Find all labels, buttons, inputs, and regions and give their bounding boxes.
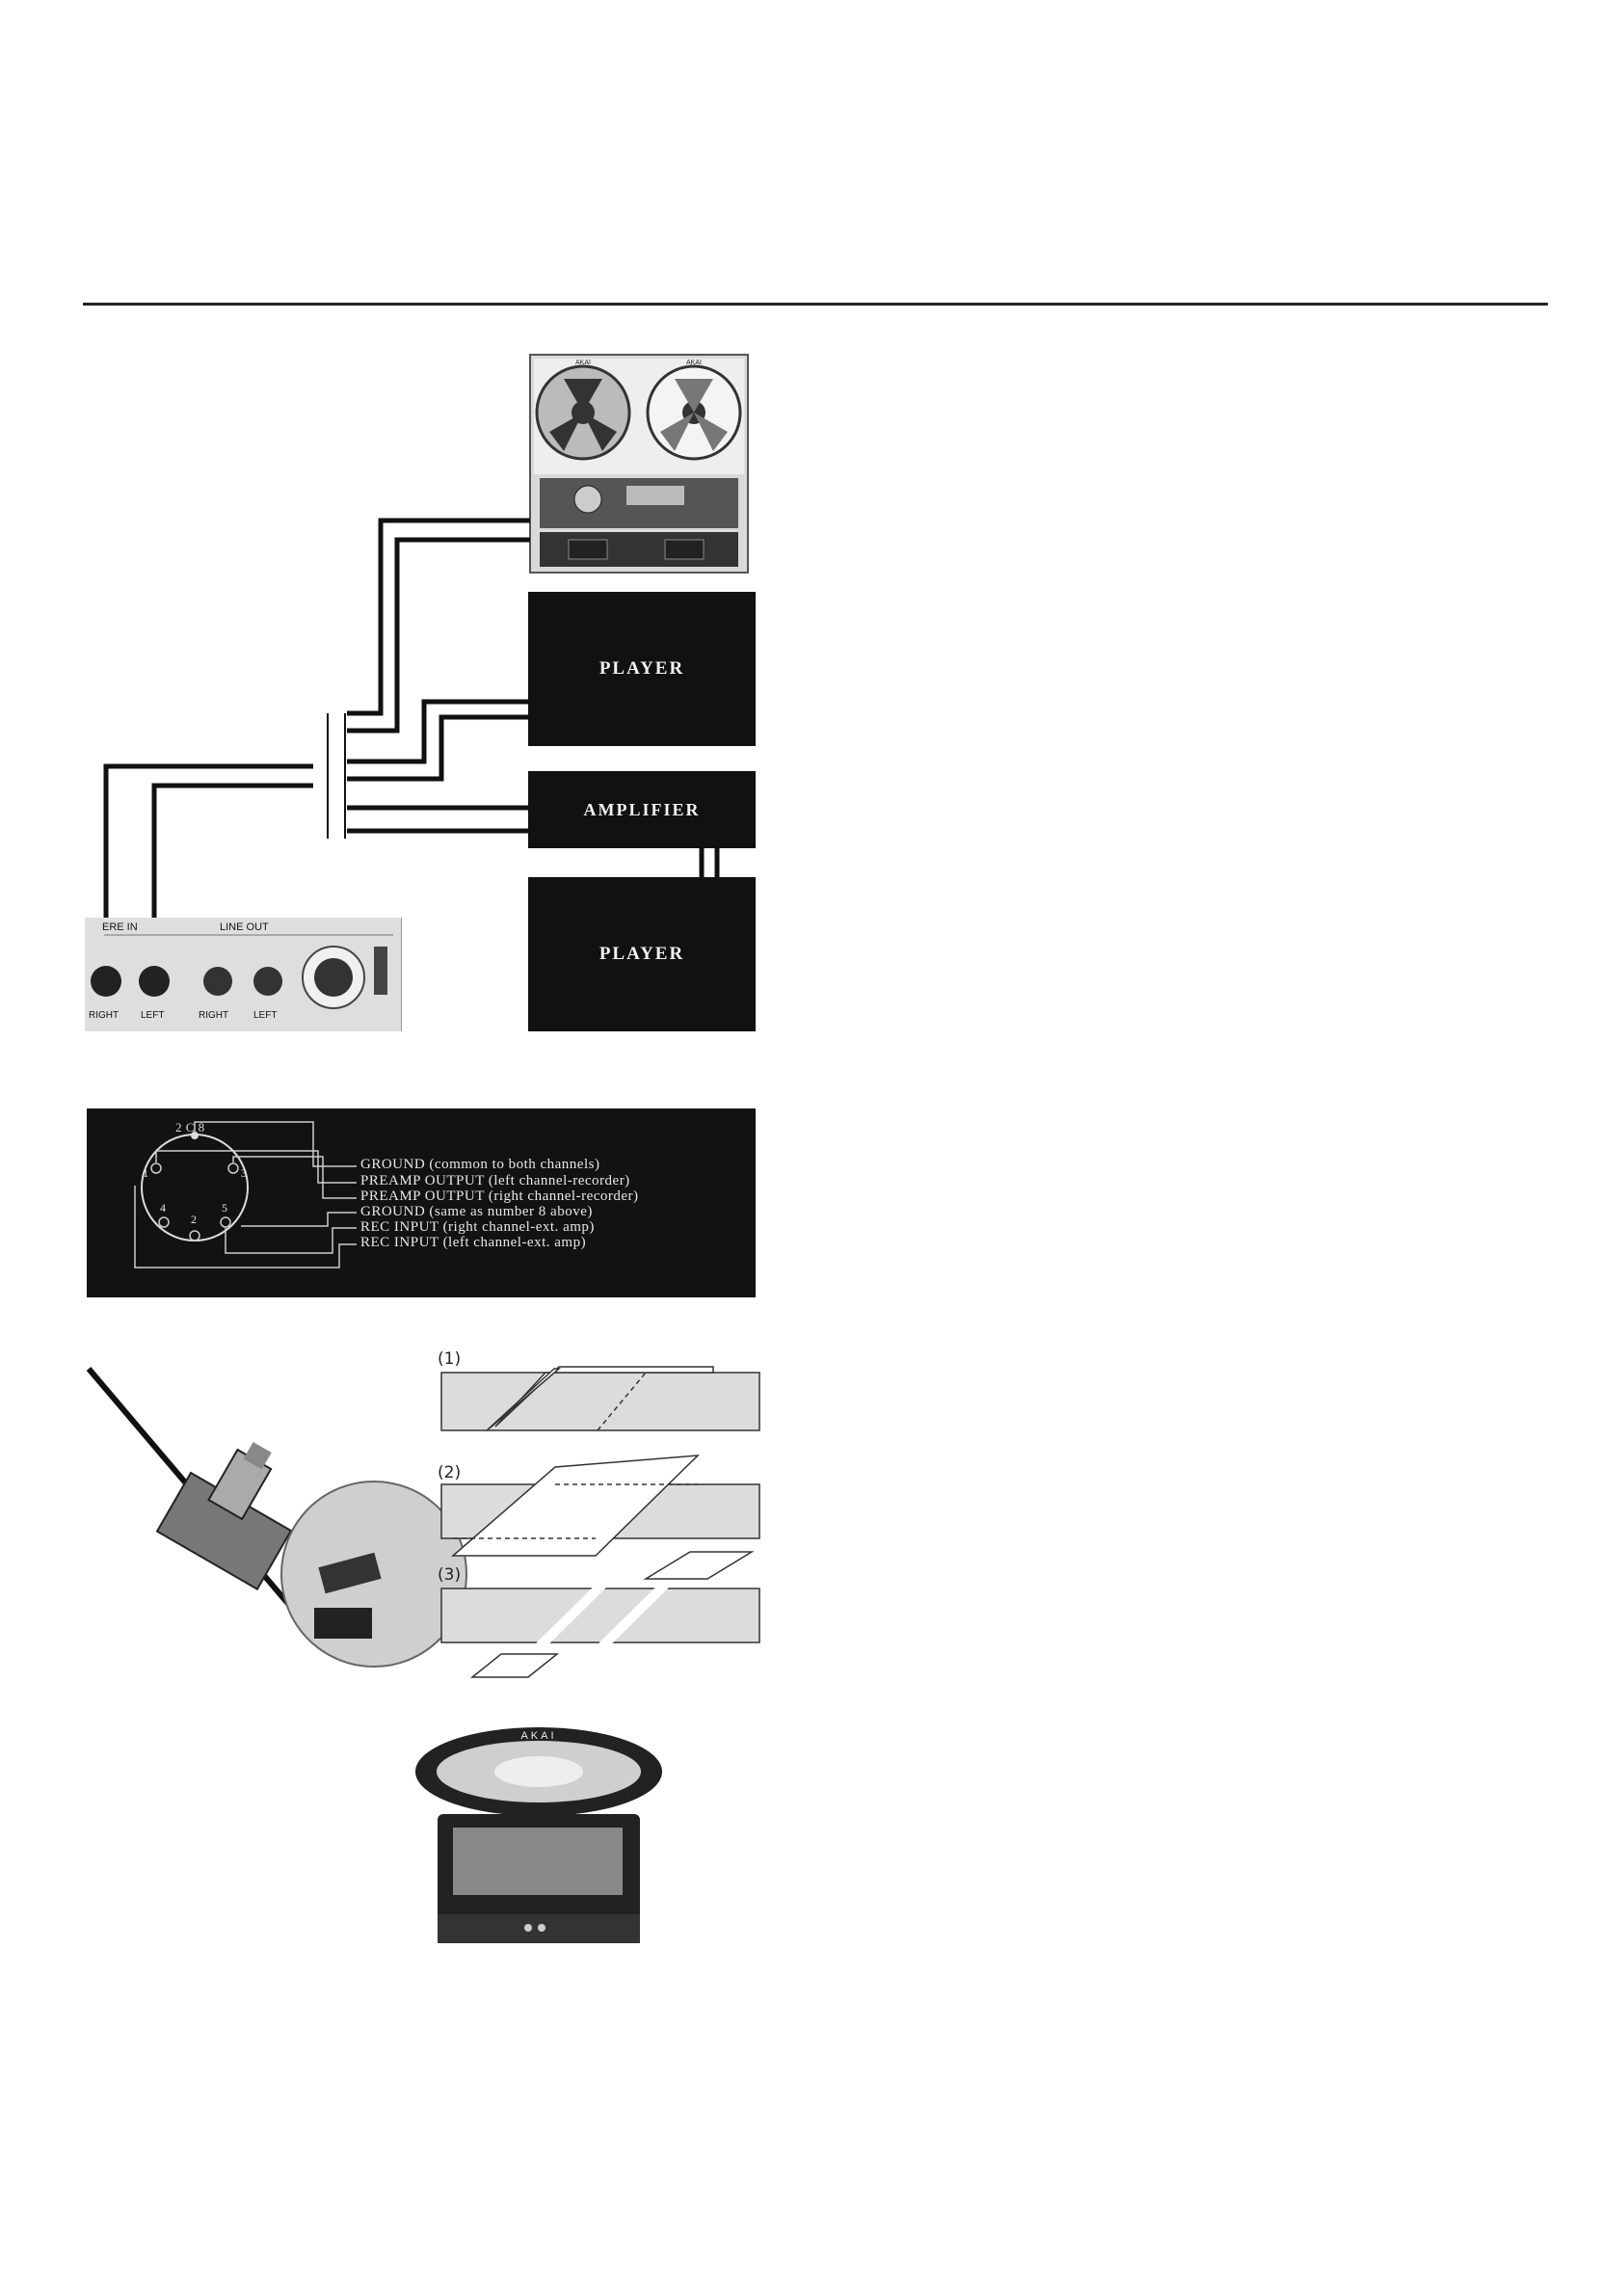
splice-step-2: (2) [438, 1463, 462, 1482]
panel-right-1: RIGHT [89, 1010, 120, 1021]
panel-left-1: LEFT [141, 1010, 165, 1021]
rear-panel-graphic [91, 934, 393, 1009]
din-pin-3: 3 [241, 1166, 248, 1180]
reel-device-image: AKAI [415, 1727, 662, 1943]
player-box-top: PLAYER [528, 592, 756, 746]
din-label-3: GROUND (same as number 8 above) [360, 1204, 593, 1219]
din-pin-2: 2 [191, 1213, 198, 1226]
splice-step-3: (3) [438, 1565, 462, 1585]
panel-input-label: ERE IN [102, 921, 138, 933]
rear-panel: ERE IN LINE OUT RIGHT LEFT RIGHT LEFT [85, 918, 402, 1031]
din-label-1: PREAMP OUTPUT (left channel-recorder) [360, 1173, 630, 1188]
din-connector-diagram: 2 C 8 1 4 2 5 3 GROUND (common to both c… [87, 1108, 756, 1297]
cleaner-brand: AKAI [520, 1730, 556, 1742]
din-pin-5: 5 [222, 1201, 228, 1215]
tape-splicer-image [86, 1367, 467, 1668]
din-pin-4: 4 [160, 1201, 167, 1215]
din-label-5: REC INPUT (left channel-ext. amp) [360, 1235, 587, 1250]
din-pin-header: 2 C 8 [175, 1120, 205, 1135]
panel-right-2: RIGHT [199, 1010, 229, 1021]
din-label-0: GROUND (common to both channels) [360, 1157, 600, 1172]
din-socket [134, 1121, 357, 1268]
header-rule [83, 303, 1548, 306]
din-label-2: PREAMP OUTPUT (right channel-recorder) [360, 1188, 639, 1204]
recorder-brand-right: AKAI [686, 360, 702, 366]
splicing-steps-diagram [440, 1366, 760, 1678]
panel-left-2: LEFT [253, 1010, 278, 1021]
panel-lineout-label: LINE OUT [220, 921, 269, 933]
player-box-bottom: PLAYER [528, 877, 756, 1031]
tape-recorder-image: AKAI AKAI [529, 354, 749, 574]
splice-step-1: (1) [438, 1349, 462, 1369]
din-label-4: REC INPUT (right channel-ext. amp) [360, 1219, 595, 1235]
amplifier-box: AMPLIFIER [528, 771, 756, 848]
connection-wires [103, 518, 720, 974]
recorder-brand-left: AKAI [575, 360, 591, 366]
din-pin-1: 1 [143, 1166, 149, 1180]
